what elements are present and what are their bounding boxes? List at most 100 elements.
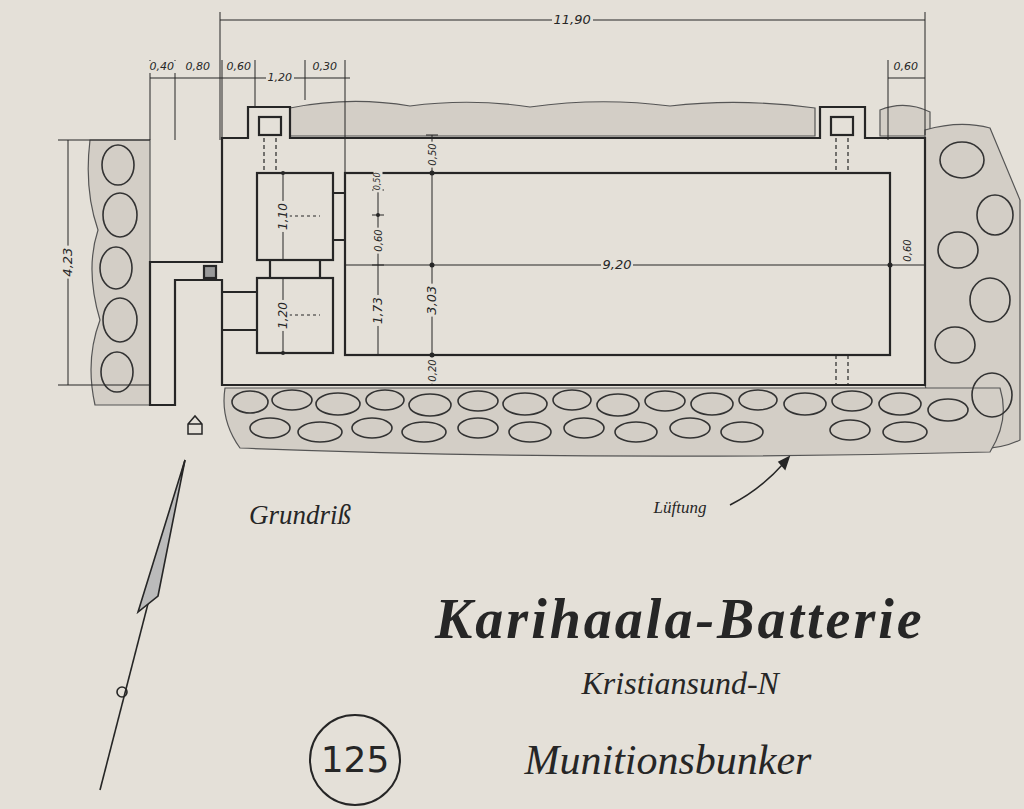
- dimension-label: 0,40: [148, 61, 177, 73]
- dimension-lines: [345, 259, 925, 271]
- rock-stones: [739, 390, 777, 410]
- rock-stones: [402, 422, 446, 442]
- rock-stones: [102, 145, 134, 185]
- dimension-label: 1,20: [276, 300, 289, 331]
- rock-fill: [290, 101, 815, 136]
- north-arrow: [138, 460, 185, 612]
- rock-stones: [832, 391, 872, 411]
- rock-stones: [250, 418, 290, 438]
- rock-stones: [830, 420, 870, 440]
- dimension-dots: [430, 171, 435, 176]
- dimension-lines: [426, 135, 438, 385]
- leader-arrow: [730, 463, 784, 505]
- dimension-label: 9,20: [601, 258, 634, 272]
- bunker-walls: [150, 107, 925, 405]
- entrance-symbol: [188, 416, 202, 434]
- dimension-lines: [58, 12, 925, 385]
- rock-stones: [970, 278, 1010, 322]
- rock-stones: [977, 195, 1013, 235]
- leader-arrow: [779, 457, 789, 469]
- dimension-label: 0,80: [184, 61, 213, 73]
- dimension-label: 0,60: [225, 61, 254, 73]
- bunker-walls: [150, 107, 925, 405]
- dimension-label: 4,23: [61, 246, 75, 279]
- rock-stones: [691, 393, 733, 415]
- rock-stones: [509, 422, 551, 442]
- rock-stones: [458, 418, 498, 438]
- plan-text: Munitionsbunker: [523, 737, 814, 783]
- dimension-label: 0,50: [374, 170, 383, 192]
- rock-stones: [784, 393, 826, 415]
- bunker-walls: [222, 193, 345, 330]
- rock-stones: [232, 391, 268, 413]
- rock-stones: [928, 399, 968, 421]
- dimension-label: 1,73: [371, 295, 384, 326]
- rock-stones: [553, 390, 591, 410]
- plan-text: Kristiansund-N: [580, 666, 781, 701]
- rock-stones: [564, 418, 604, 438]
- leader-arrow: [730, 457, 789, 505]
- bunker-walls: [831, 117, 853, 135]
- dimension-label: 0,60: [902, 237, 913, 263]
- north-arrow: [100, 460, 185, 790]
- dimension-label: 0,50: [427, 141, 438, 167]
- dimension-dots: [281, 171, 285, 175]
- dimension-label: 0,20: [427, 357, 438, 383]
- rock-fill: [925, 124, 1020, 449]
- rock-stones: [103, 193, 137, 237]
- rock-stones: [879, 393, 921, 415]
- north-arrow: [117, 687, 127, 697]
- plan-text: Lüftung: [652, 499, 709, 518]
- rock-fill: [88, 101, 1020, 456]
- bunker-walls: [345, 173, 890, 355]
- rock-stones: [366, 390, 404, 410]
- drawing-title: Karihaala-Batterie: [435, 589, 925, 651]
- rock-stones: [935, 327, 975, 363]
- rock-fill: [224, 388, 1003, 456]
- rock-stones: [316, 393, 360, 415]
- vent-shafts: [264, 138, 848, 385]
- plan-text: Grundriß: [247, 501, 353, 531]
- rock-stones: [352, 418, 392, 438]
- bunker-walls: [204, 266, 216, 278]
- rock-stones: [103, 298, 137, 342]
- dimension-label: 1,20: [266, 72, 295, 84]
- rock-stones: [883, 422, 927, 442]
- rock-stones: [272, 390, 312, 410]
- dimension-lines: [220, 12, 925, 140]
- rock-stones: [940, 142, 984, 178]
- entrance-symbol: [188, 416, 202, 434]
- rock-stones: [409, 394, 451, 416]
- rock-stones: [298, 422, 342, 442]
- bunker-walls: [259, 117, 281, 135]
- rock-fill: [88, 140, 150, 405]
- dimension-dots: [376, 213, 380, 217]
- sheet-number-circle: 125: [309, 714, 402, 807]
- dimension-lines: [372, 173, 384, 355]
- rock-stones: [938, 232, 978, 268]
- dimension-lines: [58, 140, 150, 385]
- dimension-label: 0,60: [892, 61, 921, 73]
- dimension-label: 11,90: [552, 13, 593, 27]
- north-arrow: [100, 460, 185, 790]
- rock-stones: [670, 418, 710, 438]
- dimension-dots: [281, 351, 285, 355]
- dimension-dots: [430, 263, 435, 268]
- dimension-lines: [888, 60, 925, 140]
- rock-stones: [458, 391, 498, 411]
- dimension-label: 0,60: [373, 227, 384, 253]
- rock-stones: [972, 373, 1012, 417]
- rock-stones: [645, 391, 685, 411]
- rock-stones: [615, 422, 657, 442]
- rock-stones: [100, 247, 132, 289]
- dimension-label: 0,30: [311, 61, 340, 73]
- rock-stones: [721, 422, 763, 442]
- rock-stones: [101, 352, 133, 392]
- dimension-label: 3,03: [425, 284, 439, 317]
- rock-stones: [597, 394, 639, 416]
- rock-stones: [503, 393, 547, 415]
- dimension-dots: [888, 263, 893, 268]
- dimension-dots: [281, 171, 893, 358]
- vent-shafts: [264, 138, 848, 385]
